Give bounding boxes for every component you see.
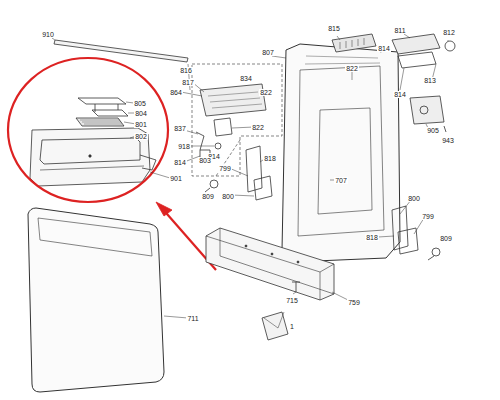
callout-number: 803 bbox=[198, 157, 212, 164]
callout-number: 817 bbox=[181, 79, 195, 86]
callout-number: 822 bbox=[259, 89, 273, 96]
callout-number: 807 bbox=[261, 49, 275, 56]
callout-number: 815 bbox=[327, 25, 341, 32]
callout-number: 822 bbox=[251, 124, 265, 131]
callout-number: 800 bbox=[221, 193, 235, 200]
callout-number: 799 bbox=[421, 213, 435, 220]
callout-number: 759 bbox=[347, 299, 361, 306]
callout-number: 822 bbox=[345, 65, 359, 72]
callout-number: 801 bbox=[134, 121, 148, 128]
callout-number: 805 bbox=[133, 100, 147, 107]
callout-number: 814 bbox=[393, 91, 407, 98]
callout-number: 802 bbox=[134, 133, 148, 140]
callout-number: 818 bbox=[365, 234, 379, 241]
callout-number: 814 bbox=[173, 159, 187, 166]
callout-number: 910 bbox=[41, 31, 55, 38]
callout-number: 809 bbox=[201, 193, 215, 200]
callout-number: 905 bbox=[426, 127, 440, 134]
callout-number: 837 bbox=[173, 125, 187, 132]
callout-number: 811 bbox=[393, 27, 406, 34]
callout-number: 918 bbox=[177, 143, 191, 150]
callout-number: 814 bbox=[377, 45, 391, 52]
callout-number: 818 bbox=[263, 155, 277, 162]
callout-number: 800 bbox=[407, 195, 421, 202]
callout-number: 1 bbox=[289, 323, 295, 330]
callout-number: 799 bbox=[218, 165, 232, 172]
callout-number: 715 bbox=[285, 297, 299, 304]
callout-number: 901 bbox=[169, 175, 183, 182]
callout-number: 834 bbox=[239, 75, 253, 82]
callout-number: 812 bbox=[442, 29, 456, 36]
callout-number: 864 bbox=[169, 89, 183, 96]
callout-number: 816 bbox=[179, 67, 193, 74]
callout-number: 804 bbox=[134, 110, 148, 117]
callout-number: 711 bbox=[186, 315, 199, 322]
callout-number: 809 bbox=[439, 235, 453, 242]
callout-number: 813 bbox=[423, 77, 437, 84]
callout-number: 943 bbox=[441, 137, 455, 144]
callout-number: 707 bbox=[334, 177, 348, 184]
